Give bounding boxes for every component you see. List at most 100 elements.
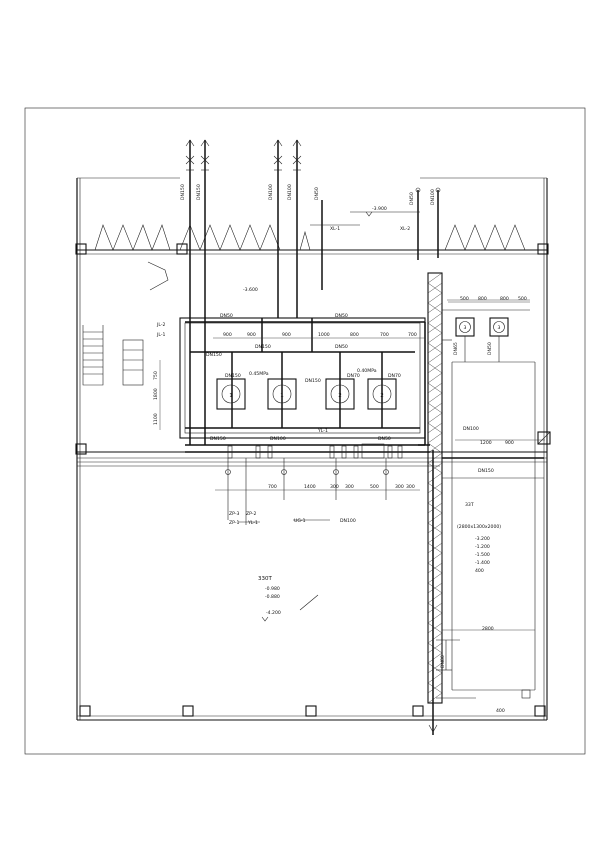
sheet-border	[24, 107, 586, 755]
label-top-header-2: DN50	[335, 313, 348, 319]
label-drain-pipe: DN100	[340, 518, 356, 524]
label-tank-pipe: DN100	[463, 426, 479, 432]
label-mid-header-3: DN50	[335, 344, 348, 350]
tag-jl2: JL-2	[156, 322, 165, 328]
tag-zp1: ZP-1	[229, 520, 239, 526]
pump-3a: 3	[455, 317, 475, 337]
label-mid-header: DN150	[206, 352, 222, 358]
level-pool: -4.200	[266, 610, 281, 616]
tag-xl1: XL-1	[330, 226, 340, 232]
svg-text:800: 800	[500, 296, 509, 302]
tank-title: 33T	[465, 502, 474, 508]
label-riser-a: DN150	[180, 184, 186, 200]
svg-text:300: 300	[330, 484, 339, 490]
tank-level-5: 400	[475, 568, 484, 574]
svg-text:900: 900	[282, 332, 291, 338]
label-small-pump-b: DN50	[487, 342, 493, 355]
label-mid-header-2: DN150	[255, 344, 271, 350]
label-pump-1a-in: DN150	[225, 373, 241, 379]
pool-title: 330T	[258, 576, 272, 582]
level-room: -3.600	[243, 287, 258, 293]
svg-text:500: 500	[460, 296, 469, 302]
discharge-riser	[428, 450, 476, 735]
label-riser-d: DN100	[287, 184, 293, 200]
tank-size: (2800x1300x2000)	[457, 524, 501, 530]
svg-text:900: 900	[505, 440, 514, 446]
svg-text:800: 800	[478, 296, 487, 302]
svg-text:300: 300	[395, 484, 404, 490]
roof-sawtooth	[94, 224, 526, 251]
tank-level-3: -1.500	[475, 552, 490, 558]
svg-text:700: 700	[408, 332, 417, 338]
header-pipes	[185, 318, 426, 446]
pool-level-1: -0.980	[265, 586, 280, 592]
building-walls	[76, 177, 548, 721]
tag-zp2: ZP-2	[246, 511, 256, 517]
pressure-a: 0.45MPa	[249, 371, 269, 377]
staircase	[82, 261, 169, 386]
pressure-b: 0.40MPa	[357, 368, 377, 374]
svg-text:300: 300	[345, 484, 354, 490]
system-tags: XL-1 XL-2 JL-2 JL-1 YL-1 ZP-3 ZP-2 ZP-1 …	[156, 226, 410, 526]
svg-text:300: 300	[406, 484, 415, 490]
svg-text:3: 3	[498, 325, 501, 331]
pool-notes: 330T -0.980 -0.880	[258, 576, 280, 600]
label-riser-b: DN150	[196, 184, 202, 200]
tag-xl2: XL-2	[400, 226, 410, 232]
tank-notes: 33T (2800x1300x2000) -3.200 -1.200 -1.50…	[457, 502, 501, 574]
label-pump-2b-in: DN70	[388, 373, 401, 379]
svg-text:2: 2	[380, 393, 384, 399]
label-lower-header-2: DN100	[270, 436, 286, 442]
svg-text:800: 800	[350, 332, 359, 338]
svg-text:1: 1	[280, 393, 284, 399]
label-riser-g: DN100	[430, 189, 436, 205]
vertical-risers	[185, 139, 441, 318]
tag-ug1: UG-1	[294, 518, 306, 524]
hatched-wall	[427, 272, 443, 704]
pump-2a: 2	[325, 378, 355, 410]
svg-text:1800: 1800	[153, 388, 159, 400]
label-top-header: DN50	[220, 313, 233, 319]
svg-text:1100: 1100	[153, 413, 159, 425]
label-lower-header: DN150	[210, 436, 226, 442]
svg-text:900: 900	[247, 332, 256, 338]
column-markers	[75, 243, 551, 717]
svg-text:400: 400	[496, 708, 505, 714]
svg-text:750: 750	[153, 371, 159, 380]
label-small-pump-a: DN65	[453, 342, 459, 355]
svg-text:1400: 1400	[304, 484, 316, 490]
label-discharge: DN80	[440, 655, 446, 668]
pipe-size-labels: DN150 DN150 DN100 DN100 DN50 DN50 DN100 …	[180, 184, 494, 668]
svg-text:1000: 1000	[318, 332, 330, 338]
label-riser-f: DN50	[409, 192, 415, 205]
label-pump-1b-in: DN150	[305, 378, 321, 384]
svg-text:900: 900	[223, 332, 232, 338]
label-tank-pipe-2: DN150	[478, 468, 494, 474]
svg-text:1: 1	[229, 393, 233, 399]
svg-text:2800: 2800	[482, 626, 494, 632]
tag-zp3: ZP-3	[229, 511, 239, 517]
tank-level-4: -1.400	[475, 560, 490, 566]
svg-text:500: 500	[518, 296, 527, 302]
label-riser-e: DN50	[314, 187, 320, 200]
svg-text:700: 700	[268, 484, 277, 490]
tank-level-1: -3.200	[475, 536, 490, 542]
pump-1a: 1	[216, 378, 246, 410]
annotation-leaders	[238, 211, 420, 611]
level-top: -3.900	[372, 206, 387, 212]
svg-text:700: 700	[380, 332, 389, 338]
svg-text:2: 2	[338, 393, 342, 399]
level-marks: -3.900 -3.600 -4.200	[243, 206, 387, 622]
svg-text:3: 3	[464, 325, 467, 331]
pump-1b: 1	[267, 378, 297, 410]
pool-level-2: -0.880	[265, 594, 280, 600]
label-lower-header-3: DN50	[378, 436, 391, 442]
tag-yl1: YL-1	[317, 428, 328, 434]
pump-2b: 2	[367, 378, 397, 410]
svg-text:500: 500	[370, 484, 379, 490]
dimension-lines	[159, 301, 545, 631]
dimension-labels: 900 900 900 1000 800 700 700 700 1400 30…	[153, 296, 527, 714]
pump-3b: 3	[489, 317, 509, 337]
tag-yl1-b: YL-1	[247, 520, 258, 526]
